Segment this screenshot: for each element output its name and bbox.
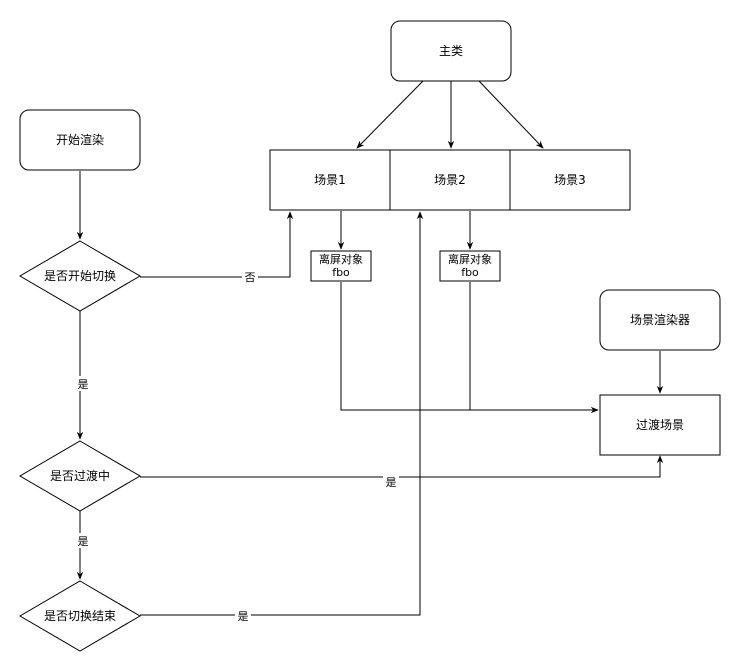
node-scene2 (389, 149, 511, 211)
scene1-label: 场景1 (314, 173, 346, 187)
offscreen2-label-line1: 离屏对象 (448, 252, 492, 266)
node-decision-start-switch: 是否开始切换 (19, 240, 141, 312)
edge-label-yes-4: 是 (238, 610, 249, 623)
edge-transitioning-yes-to-transition (140, 455, 664, 478)
edge-label-no: 否 (245, 271, 256, 284)
scene-renderer-label: 场景渲染器 (630, 312, 690, 327)
transition-scene-label: 过渡场景 (636, 417, 684, 432)
decision-transitioning-label: 是否过渡中 (50, 468, 110, 483)
node-scene-renderer: 场景渲染器 (599, 289, 721, 351)
decision-start-switch-label: 是否开始切换 (44, 269, 116, 283)
edge-label-yes-3: 是 (78, 535, 89, 548)
scene2-label: 场景2 (434, 173, 466, 187)
scene3-label: 场景3 (554, 173, 586, 187)
offscreen2-label-line2: fbo (461, 266, 479, 279)
edge-fbo1-to-transition (340, 282, 599, 414)
start-render-label: 开始渲染 (56, 132, 104, 147)
node-scene3 (509, 149, 631, 211)
node-offscreen-fbo-1: 离屏对象 fbo (310, 250, 372, 282)
edge-switch-end-yes-to-scene2 (140, 211, 424, 616)
node-main-class: 主类 (390, 20, 512, 82)
offscreen1-label-line2: fbo (332, 266, 350, 279)
edge-label-yes-1: 是 (78, 378, 89, 391)
edge-main-to-scene3 (478, 80, 544, 149)
edge-labels: 否 是 是 是 是 (75, 269, 399, 623)
edge-switch-no-to-scene1 (140, 211, 294, 278)
node-start-render: 开始渲染 (19, 109, 141, 171)
edge-main-to-scene1 (356, 80, 424, 149)
decision-switch-end-label: 是否切换结束 (44, 609, 116, 623)
node-decision-switch-end: 是否切换结束 (19, 580, 141, 652)
node-decision-transitioning: 是否过渡中 (19, 440, 141, 512)
node-transition-scene: 过渡场景 (599, 394, 721, 456)
edge-label-yes-2: 是 (386, 476, 397, 489)
node-offscreen-fbo-2: 离屏对象 fbo (439, 250, 501, 282)
offscreen1-label-line1: 离屏对象 (319, 252, 363, 266)
main-class-label: 主类 (439, 44, 463, 58)
node-scene-group: 场景1 场景2 场景3 (269, 149, 631, 211)
